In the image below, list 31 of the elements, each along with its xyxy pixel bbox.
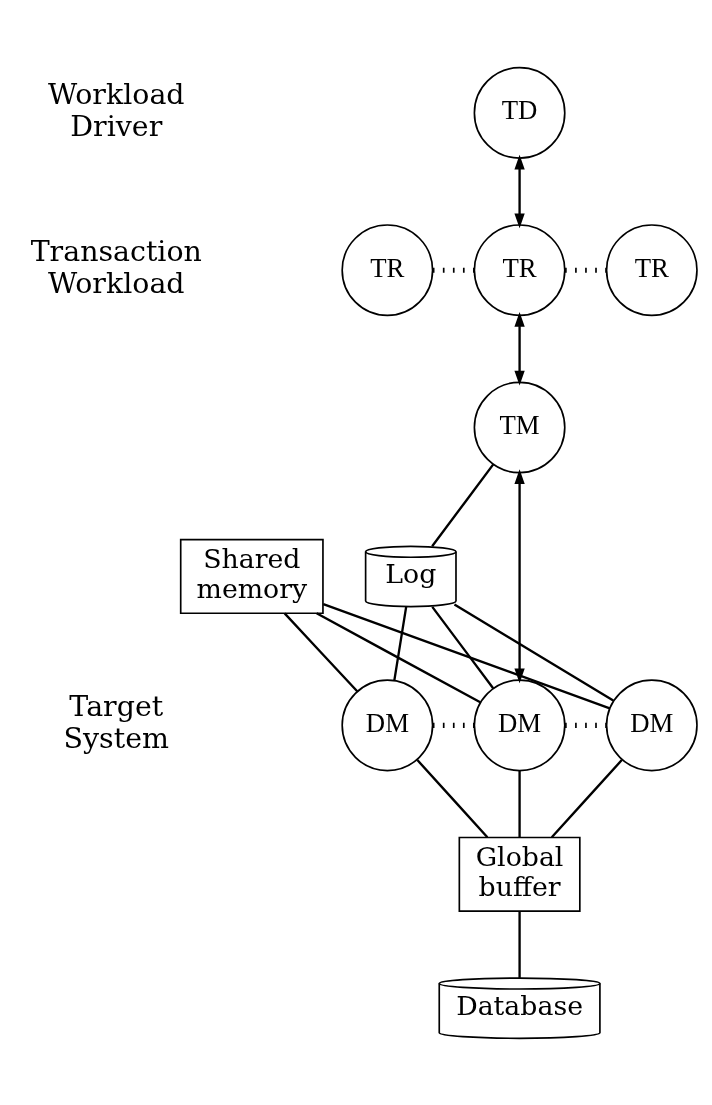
arrow bbox=[514, 468, 525, 683]
connector bbox=[432, 267, 475, 273]
label: Workload Driver bbox=[47, 77, 185, 143]
arrow bbox=[514, 154, 525, 228]
node-circle: TM bbox=[473, 380, 566, 473]
label: Target System bbox=[63, 689, 169, 755]
connector bbox=[432, 722, 475, 728]
connector bbox=[416, 758, 489, 838]
connector bbox=[518, 911, 521, 978]
node-circle: DM bbox=[605, 678, 698, 771]
label: Transaction Workload bbox=[30, 234, 202, 300]
node-circle: TR bbox=[473, 223, 566, 316]
connector bbox=[431, 605, 495, 689]
node-circle: TR bbox=[605, 223, 698, 316]
connector bbox=[453, 602, 614, 701]
connector bbox=[322, 602, 611, 709]
connector bbox=[316, 611, 481, 703]
arrow bbox=[514, 311, 525, 386]
connector bbox=[283, 612, 359, 692]
connector bbox=[518, 770, 521, 837]
connector bbox=[550, 758, 623, 838]
connector bbox=[431, 463, 495, 547]
node-circle: TR bbox=[341, 223, 434, 316]
connector bbox=[393, 606, 408, 681]
connector bbox=[565, 722, 607, 728]
node-circle: TD bbox=[473, 66, 566, 159]
node-circle: DM bbox=[473, 678, 566, 771]
node-circle: DM bbox=[341, 678, 434, 771]
connector bbox=[565, 267, 607, 273]
node-box: Shared memory bbox=[179, 538, 324, 614]
node-box: Global buffer bbox=[458, 836, 581, 912]
